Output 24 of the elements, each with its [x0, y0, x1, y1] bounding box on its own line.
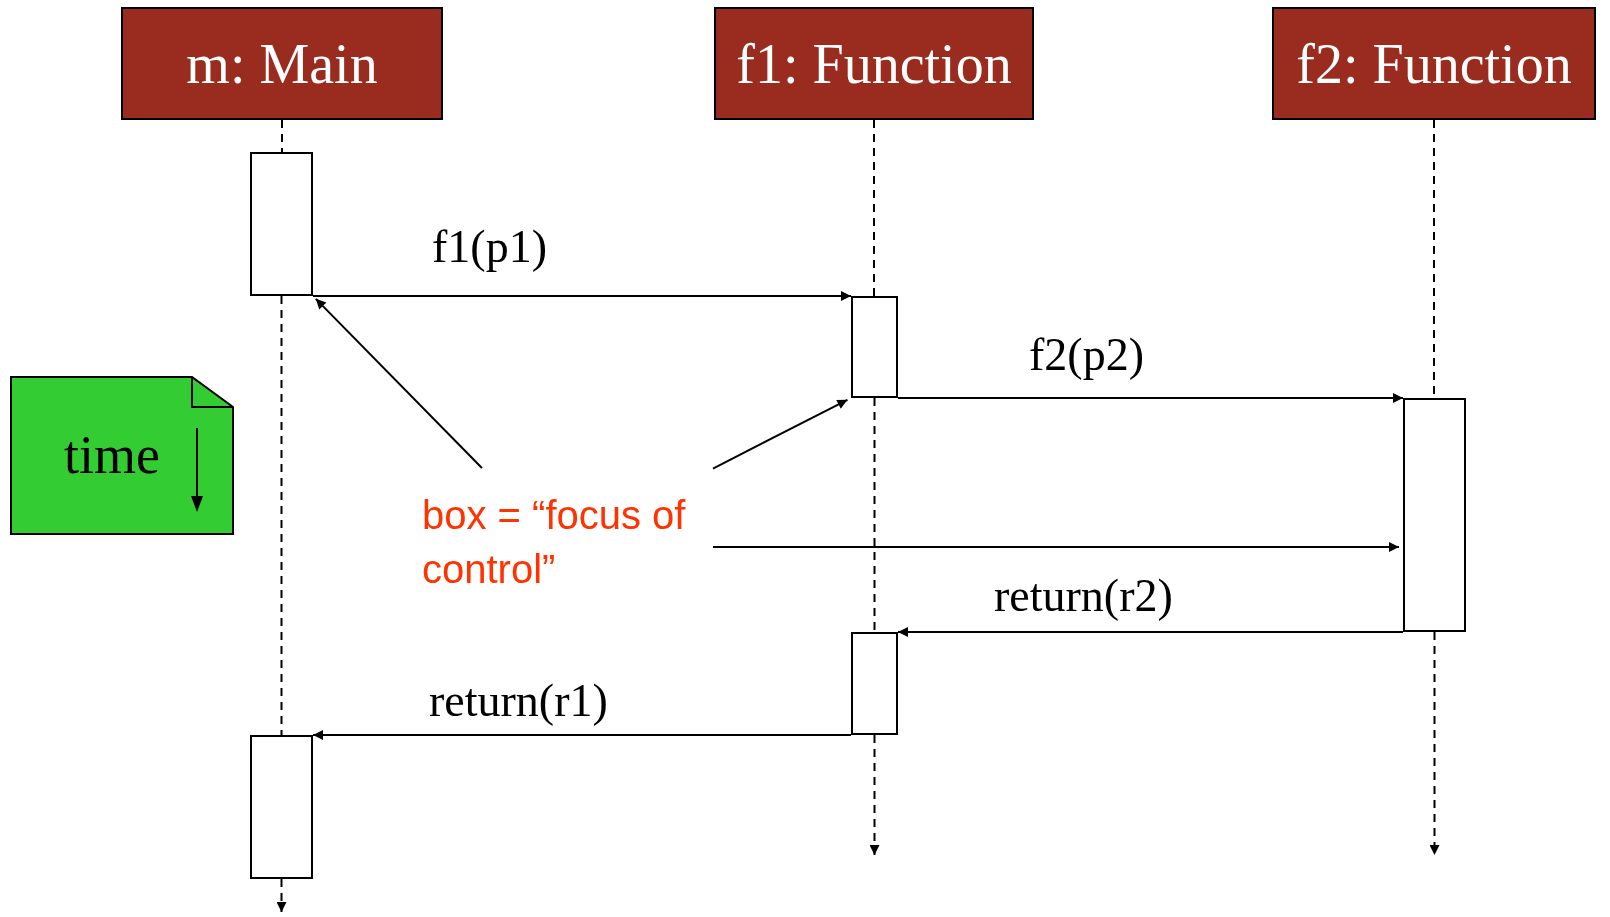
lifeline [873, 119, 875, 297]
activation-bar [851, 632, 898, 735]
lifeline [869, 734, 880, 856]
object-header: m: Main [121, 7, 443, 120]
message-arrow [312, 730, 852, 740]
lifeline [280, 295, 283, 736]
note-text: time [64, 428, 160, 482]
lifeline [276, 878, 287, 913]
leader-line [712, 398, 849, 470]
leader-line [712, 542, 1400, 552]
activation-bar [250, 152, 313, 296]
lifeline [1429, 631, 1440, 856]
activation-bar [250, 735, 313, 879]
message-arrow [312, 291, 852, 301]
activation-bar [1403, 398, 1466, 632]
lifeline [873, 397, 876, 633]
object-header: f2: Function [1272, 7, 1596, 120]
object-header: f1: Function [714, 7, 1034, 120]
message-arrow [897, 393, 1404, 403]
leader-line [314, 297, 483, 469]
message-arrow [897, 627, 1404, 637]
activation-bar [851, 296, 898, 398]
callout-text: box = “focus of control” [422, 488, 697, 606]
lifeline [281, 119, 283, 153]
